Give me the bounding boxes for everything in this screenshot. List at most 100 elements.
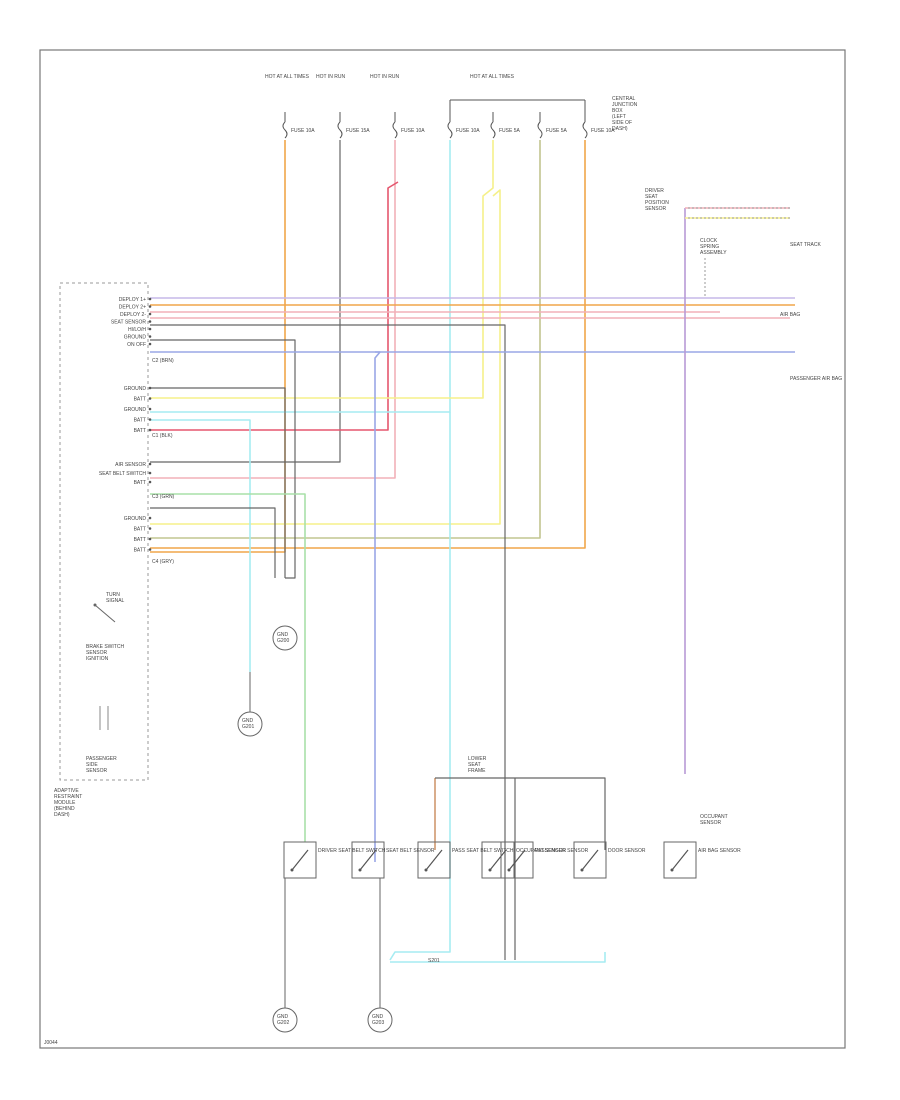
module-pin xyxy=(148,320,152,323)
wire xyxy=(150,493,306,842)
occupant-sensor-label: SENSOR xyxy=(700,820,722,826)
module-pin xyxy=(148,462,152,466)
wire xyxy=(150,351,381,862)
cjb-label-2: JUNCTION xyxy=(612,102,638,108)
module-pin-label: DEPLOY 2- xyxy=(120,312,146,318)
module-pin-label: ON OFF xyxy=(127,342,146,348)
switch-box xyxy=(573,841,607,879)
wire xyxy=(150,140,396,479)
right-side-components: DRIVER SEAT POSITION SENSOR CLOCK SPRING… xyxy=(645,188,842,382)
inset-label: PASSENGER xyxy=(86,756,117,762)
ground-label: GND xyxy=(277,632,289,638)
switch-box xyxy=(417,841,451,879)
module-inset: TURN SIGNAL BRAKE SWITCH SENSOR IGNITION… xyxy=(86,592,125,774)
module-pin-label: DEPLOY 2+ xyxy=(119,305,146,311)
module-pin xyxy=(148,342,152,346)
ground-label: G202 xyxy=(277,1020,289,1026)
module-pin xyxy=(148,548,152,551)
module-pin-label: GROUND xyxy=(124,516,147,522)
wire xyxy=(150,419,251,672)
inset-switch-blade xyxy=(94,604,116,623)
module-pin-label: GROUND xyxy=(124,335,147,341)
wire xyxy=(150,140,286,553)
module-label-line: RESTRAINT xyxy=(54,794,82,800)
inset-label: SIDE xyxy=(86,762,98,768)
switch-label: AIR BAG SENSOR xyxy=(698,848,741,854)
fuse-label: FUSE 5A xyxy=(546,128,568,134)
cjb-label-3: BOX xyxy=(612,108,623,114)
wire xyxy=(150,140,451,413)
lower-frame-label: FRAME xyxy=(468,768,486,774)
module-pin-label: BATT xyxy=(134,527,146,533)
module-pin xyxy=(148,297,152,301)
module-pin-label: BATT xyxy=(134,548,146,554)
ground-label: G200 xyxy=(277,638,289,644)
fuse-label: FUSE 5A xyxy=(499,128,521,134)
switch-pivot xyxy=(290,868,294,872)
switch-pivot xyxy=(488,868,492,872)
switch-blade xyxy=(425,849,443,871)
switch-box xyxy=(500,841,534,879)
inset-label: SENSOR xyxy=(86,768,108,774)
fuse-label: FUSE 10A xyxy=(591,128,615,134)
connector-label-c3: C3 (GRN) xyxy=(152,494,175,500)
wire xyxy=(150,387,286,578)
seat-track-label: SEAT TRACK xyxy=(790,242,822,248)
ground-label: G203 xyxy=(372,1020,384,1026)
inset-label: SENSOR xyxy=(86,650,108,656)
connector-label-c2: C2 (BRN) xyxy=(152,358,174,364)
module-pin-label: SEAT BELT SWITCH xyxy=(99,471,147,477)
module-pin xyxy=(148,480,152,484)
lower-frame-label: LOWER xyxy=(468,756,487,762)
module-pin xyxy=(148,397,152,400)
connector-label-c1: C1 (BLK) xyxy=(152,433,173,439)
feed-label-3: HOT IN RUN xyxy=(370,74,399,80)
module-pin xyxy=(148,527,152,530)
occupant-sensor-label: OCCUPANT xyxy=(700,814,728,820)
lower-frame-label: SEAT xyxy=(468,762,481,768)
module-pin xyxy=(148,428,152,432)
clockspring-label: CLOCK xyxy=(700,238,718,244)
fuse-symbol xyxy=(490,121,496,139)
switch-pivot xyxy=(670,868,674,872)
switch-label: OCCUPANT SENSOR xyxy=(516,848,566,854)
module-pin-labels: DEPLOY 1+DEPLOY 2+DEPLOY 2-SEAT SENSORHI… xyxy=(99,297,152,554)
switch-blade xyxy=(291,849,309,871)
wire xyxy=(150,324,506,960)
inset-label: TURN xyxy=(106,592,120,598)
wire xyxy=(150,181,399,431)
switch-blade xyxy=(671,849,689,871)
module-pin xyxy=(148,471,152,475)
ground-label: G201 xyxy=(242,724,254,730)
inset-label: SIGNAL xyxy=(106,598,125,604)
module-box xyxy=(59,282,149,781)
switch-blade xyxy=(489,849,507,871)
switch-blade xyxy=(581,849,599,871)
driver-seat-sensor-label: SEAT xyxy=(645,194,658,200)
module-pin xyxy=(148,386,152,390)
module-label-line: DASH) xyxy=(54,812,70,818)
switch-pivot xyxy=(507,868,511,872)
switch-label: DOOR SENSOR xyxy=(608,848,646,854)
switch-label: PASS SEAT BELT SWITCH xyxy=(452,848,514,854)
inset-switch-pivot xyxy=(93,603,97,607)
ground-label: GND xyxy=(372,1014,384,1020)
fuse-symbol xyxy=(582,121,588,139)
ground-symbol xyxy=(272,625,298,651)
wire xyxy=(150,189,501,525)
wire xyxy=(150,140,341,463)
fuse-label: FUSE 10A xyxy=(291,128,315,134)
module-pin-label: GROUND xyxy=(124,407,147,413)
module-label-line: ADAPTIVE xyxy=(54,788,79,794)
switch-pivot xyxy=(358,868,362,872)
wire xyxy=(150,140,541,539)
diagram-frame xyxy=(39,49,846,1049)
cjb-label-1: CENTRAL xyxy=(612,96,636,102)
fuse-block: HOT AT ALL TIMES HOT IN RUN HOT IN RUN H… xyxy=(265,74,638,139)
module-pin xyxy=(148,418,152,421)
wire xyxy=(150,140,586,549)
ground-label: GND xyxy=(277,1014,289,1020)
clockspring-label: ASSEMBLY xyxy=(700,250,727,256)
module-pin-label: BATT xyxy=(134,418,146,424)
